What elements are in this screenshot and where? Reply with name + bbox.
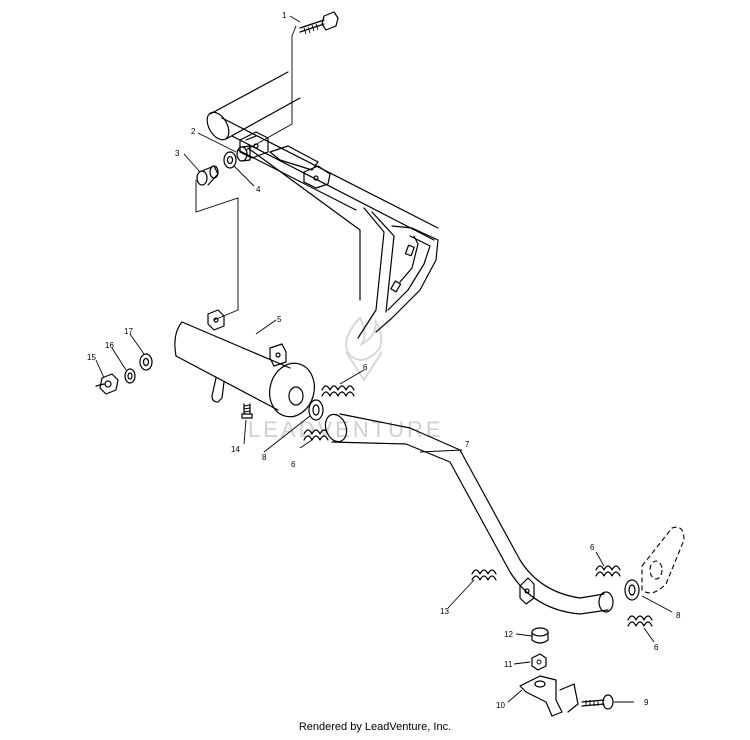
washer-17 [139,353,153,371]
callout-5: 5 [277,315,282,324]
muffler-5 [174,309,315,418]
gasket-8-right [624,579,640,601]
leader-lines [95,15,673,703]
exhaust-pipe-7 [324,413,614,615]
callout-1: 1 [282,11,287,20]
callout-10: 10 [496,701,505,710]
spring-6-lower [303,429,329,441]
nut-15 [95,373,119,395]
bolt-9 [581,694,614,710]
callout-17: 17 [124,327,133,336]
leadventure-watermark: LEADVENTURE [248,316,441,442]
callout-13: 13 [440,607,449,616]
bolt-1 [299,11,339,35]
callout-16: 16 [105,341,114,350]
washer-4 [223,151,237,169]
spring-6-right-lower [627,615,653,627]
callout-6-b: 6 [291,460,296,469]
callout-6-c: 6 [590,543,595,552]
bushing-2 [236,145,251,162]
callout-2: 2 [191,127,196,136]
grommet-12 [531,627,549,644]
render-credit: Rendered by LeadVenture, Inc. [299,721,451,733]
callout-11: 11 [504,660,513,669]
callout-8-b: 8 [676,611,681,620]
callout-6-d: 6 [654,643,659,652]
callout-7: 7 [465,440,470,449]
callout-15: 15 [87,353,96,362]
lock-washer-16 [124,368,136,384]
callout-14: 14 [231,445,240,454]
spring-13 [471,569,497,581]
callout-4: 4 [256,185,261,194]
spring-6-right-upper [595,565,621,577]
gasket-8-left [308,399,324,421]
callout-3: 3 [175,149,180,158]
callout-6-a: 6 [363,363,368,372]
stud-14 [241,403,253,419]
callout-12: 12 [504,630,513,639]
callout-labels: 1 2 3 4 5 6 6 6 6 7 8 8 9 10 11 12 13 14… [87,11,681,710]
nut-11 [531,653,547,671]
callout-8-a: 8 [262,453,267,462]
grommet-3 [196,165,219,186]
frame-assembly [206,71,439,339]
callout-9: 9 [644,698,649,707]
exhaust-port-outline [641,526,685,594]
bracket-10 [519,675,579,717]
spring-6-upper [321,385,355,397]
